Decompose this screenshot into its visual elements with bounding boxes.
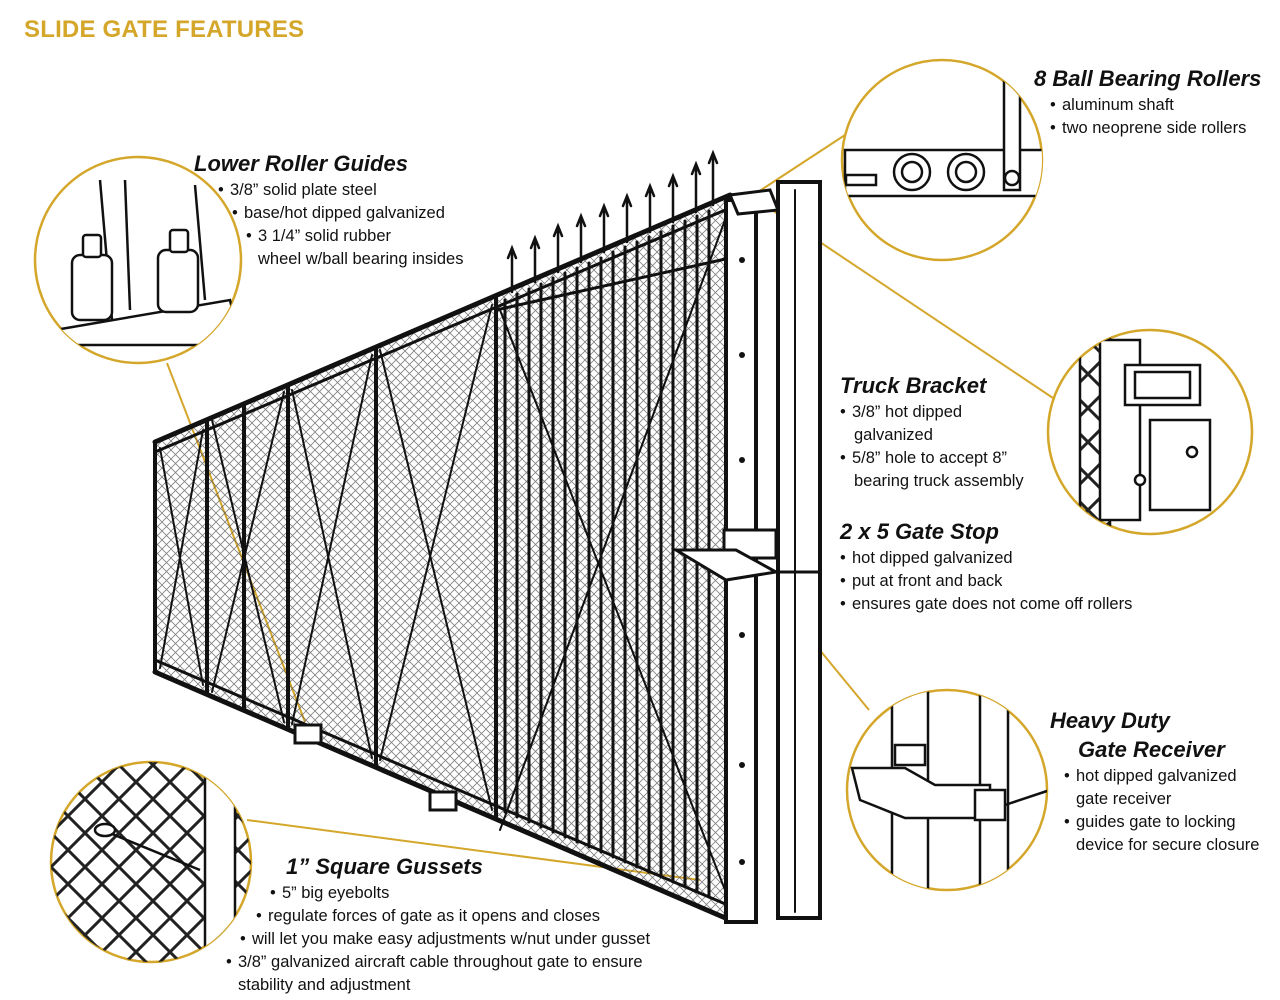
page-title: SLIDE GATE FEATURES <box>24 16 305 43</box>
truck-bracket-circle <box>1046 328 1254 536</box>
bullet-continuation: wheel w/ball bearing insides <box>258 250 464 268</box>
callout-gate-stop: 2 x 5 Gate Stop hot dipped galvanized pu… <box>840 518 1170 616</box>
callout-heading-line2: Gate Receiver <box>1078 737 1225 762</box>
callout-heading: 8 Ball Bearing Rollers <box>1034 66 1262 91</box>
bullet: 5” big eyebolts <box>270 882 746 905</box>
bullet-continuation: stability and adjustment <box>238 976 411 994</box>
roller-guide-left <box>293 723 323 745</box>
callout-truck-bracket: Truck Bracket 3/8” hot dipped galvanized… <box>840 372 1060 493</box>
bullet: base/hot dipped galvanized <box>232 202 514 225</box>
callout-heading-line1: Heavy Duty <box>1050 708 1170 733</box>
bullet: two neoprene side rollers <box>1050 117 1274 140</box>
bullet: put at front and back <box>840 570 1170 593</box>
bullet: hot dipped galvanized <box>840 547 1170 570</box>
callout-heading: 2 x 5 Gate Stop <box>840 519 999 544</box>
callout-gussets: 1” Square Gussets 5” big eyebolts regula… <box>226 853 746 997</box>
ball-bearing-circle <box>840 58 1044 262</box>
callout-ball-bearing: 8 Ball Bearing Rollers aluminum shaft tw… <box>1034 65 1274 140</box>
gate-drawing <box>152 149 822 924</box>
gusset-circle <box>49 760 253 964</box>
callout-heading: Lower Roller Guides <box>194 151 408 176</box>
bullet: 3 1/4” solid rubber <box>246 225 514 248</box>
bullet: 5/8” hole to accept 8” <box>840 447 1060 470</box>
lower-roller-circle <box>33 155 243 365</box>
bullet-continuation: galvanized <box>854 426 933 444</box>
receiver-circle <box>845 688 1049 892</box>
spear-tops <box>506 149 719 294</box>
bullet: 3/8” solid plate steel <box>218 179 514 202</box>
vertical-posts <box>153 294 498 819</box>
callout-lower-roller: Lower Roller Guides 3/8” solid plate ste… <box>194 150 514 271</box>
callout-heading: Truck Bracket <box>840 373 987 398</box>
bullet: hot dipped galvanized <box>1064 765 1276 788</box>
bullet: guides gate to locking <box>1064 811 1276 834</box>
bullet-continuation: device for secure closure <box>1076 836 1260 854</box>
gate-top-rail <box>152 192 733 445</box>
bullet: aluminum shaft <box>1050 94 1274 117</box>
receiver-post <box>776 180 822 920</box>
callout-receiver: Heavy Duty Gate Receiver hot dipped galv… <box>1050 707 1276 857</box>
bullet: ensures gate does not come off rollers <box>840 593 1170 616</box>
bullet: regulate forces of gate as it opens and … <box>256 905 746 928</box>
bullet: 3/8” hot dipped <box>840 401 1060 424</box>
pickets <box>503 209 711 899</box>
callout-heading: 1” Square Gussets <box>286 854 483 879</box>
bullet: 3/8” galvanized aircraft cable throughou… <box>226 951 746 974</box>
bullet-continuation: bearing truck assembly <box>854 472 1024 490</box>
bullet-continuation: gate receiver <box>1076 790 1172 808</box>
chainlink-panel <box>155 195 730 920</box>
bullet: will let you make easy adjustments w/nut… <box>240 928 746 951</box>
roller-guide-right <box>428 790 458 812</box>
diagonal-cables <box>159 219 726 891</box>
